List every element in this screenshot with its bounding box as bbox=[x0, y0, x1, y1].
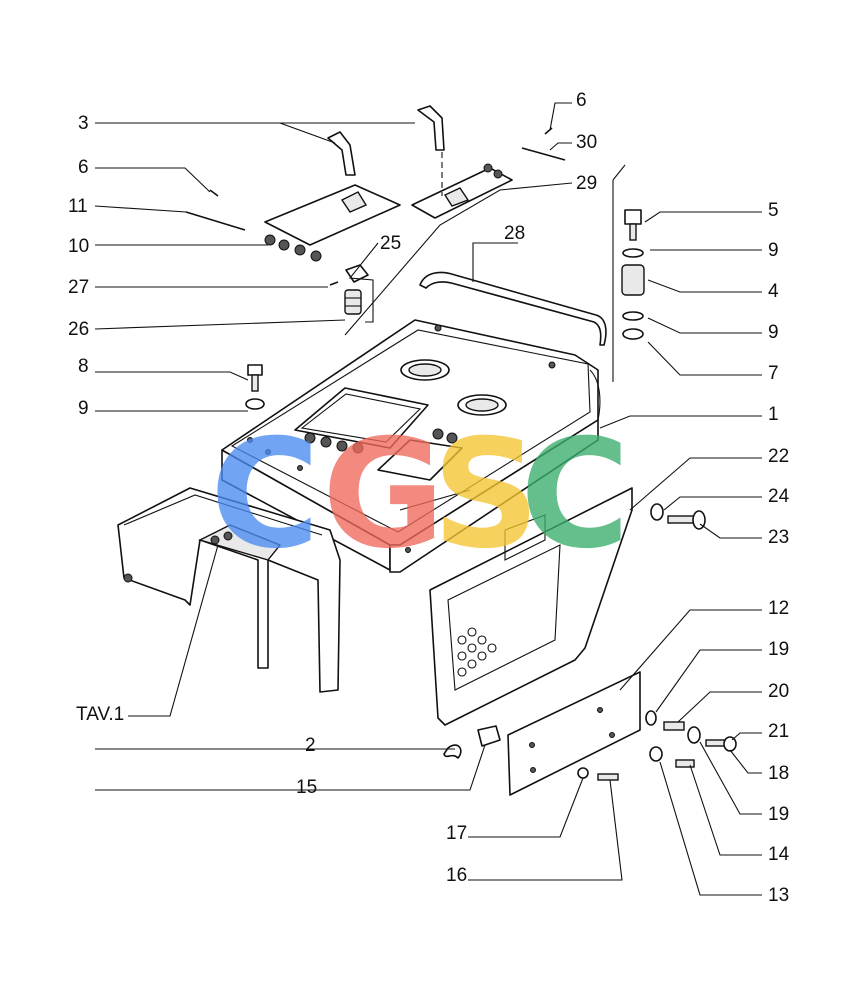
callout-11: 11 bbox=[68, 196, 88, 217]
callout-12: 12 bbox=[768, 598, 789, 619]
callout-6-left: 6 bbox=[78, 157, 89, 178]
callout-6-right: 6 bbox=[576, 90, 587, 111]
callout-15: 15 bbox=[296, 777, 317, 798]
callout-tav1: TAV.1 bbox=[76, 704, 124, 725]
callout-16: 16 bbox=[446, 865, 467, 886]
callout-7: 7 bbox=[768, 363, 779, 384]
hood-body bbox=[221, 319, 601, 573]
callout-4: 4 bbox=[768, 281, 779, 302]
pins bbox=[185, 127, 566, 286]
callout-2: 2 bbox=[305, 735, 316, 756]
callout-19-a: 19 bbox=[768, 639, 789, 660]
callout-14: 14 bbox=[768, 844, 790, 865]
rear-cover bbox=[117, 487, 341, 693]
latch-plate bbox=[411, 163, 513, 219]
lid bbox=[264, 184, 401, 262]
callout-8: 8 bbox=[78, 356, 89, 377]
callout-25: 25 bbox=[380, 233, 401, 254]
callout-23: 23 bbox=[768, 527, 789, 548]
callout-29: 29 bbox=[576, 173, 597, 194]
spring-clip bbox=[344, 264, 369, 315]
watermark-letter-s: S bbox=[432, 408, 540, 582]
callout-22: 22 bbox=[768, 446, 789, 467]
callout-30: 30 bbox=[576, 132, 597, 153]
callout-27: 27 bbox=[68, 277, 89, 298]
bolt-washer bbox=[245, 364, 265, 410]
callout-26: 26 bbox=[68, 319, 89, 340]
callout-1: 1 bbox=[768, 404, 779, 425]
callout-21: 21 bbox=[768, 721, 789, 742]
latch-handles bbox=[327, 105, 445, 196]
mount-stack bbox=[621, 209, 645, 340]
callout-24: 24 bbox=[768, 486, 790, 507]
leader-lines bbox=[94, 102, 762, 896]
callout-9-a: 9 bbox=[768, 240, 779, 261]
handle-bar bbox=[419, 271, 607, 346]
side-door bbox=[429, 487, 633, 726]
callout-17: 17 bbox=[446, 823, 467, 844]
callout-28: 28 bbox=[504, 223, 525, 244]
callout-5: 5 bbox=[768, 200, 779, 221]
watermark-letter-c1: C bbox=[210, 408, 320, 582]
callout-10: 10 bbox=[68, 236, 89, 257]
callout-13: 13 bbox=[768, 885, 789, 906]
callout-3: 3 bbox=[78, 113, 89, 134]
cgsc-watermark: C G S C bbox=[210, 408, 630, 582]
callout-18: 18 bbox=[768, 763, 789, 784]
watermark-letter-g: G bbox=[322, 408, 445, 582]
watermark-letter-c2: C bbox=[520, 408, 630, 582]
plate bbox=[507, 671, 641, 796]
callout-19-b: 19 bbox=[768, 804, 789, 825]
callout-9-c: 9 bbox=[78, 398, 89, 419]
callout-20: 20 bbox=[768, 681, 789, 702]
callout-9-b: 9 bbox=[768, 322, 779, 343]
callout-labels: 3 6 11 10 27 26 25 29 28 30 6 5 9 4 9 7 … bbox=[68, 90, 790, 906]
